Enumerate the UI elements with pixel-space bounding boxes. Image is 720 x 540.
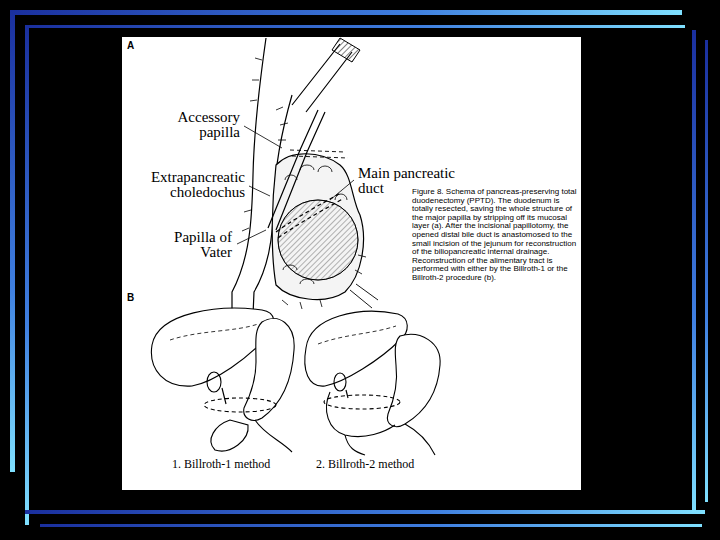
- figure-caption: Figure 8. Schema of pancreas-preserving …: [412, 188, 578, 283]
- frame-bar: [25, 510, 705, 514]
- jejunum: [255, 420, 292, 452]
- leader-line: [244, 126, 282, 148]
- accessory-duct: [290, 150, 348, 158]
- leader-lines: [237, 126, 354, 244]
- method-label: 1. Billroth-1 method: [172, 457, 312, 471]
- billroth-1-illustration: [151, 308, 294, 452]
- text-slot: 2. Billroth-2 method: [316, 457, 456, 471]
- panel-letter: A: [127, 40, 147, 52]
- frame-bars: [10, 10, 708, 527]
- text-slot: A: [127, 40, 147, 52]
- frame-bar: [10, 10, 682, 15]
- main-pancreatic-duct: [276, 192, 344, 238]
- liver: [305, 311, 407, 386]
- duodenum-illustration: [232, 38, 378, 338]
- jejunum: [405, 424, 435, 455]
- leader-line: [330, 180, 354, 200]
- pancreas-core: [278, 200, 358, 280]
- gallbladder: [334, 373, 346, 391]
- billroth-2-illustration: [305, 311, 440, 455]
- jejunum: [345, 435, 365, 455]
- pancreas-head: [272, 154, 363, 300]
- liver-line: [318, 326, 396, 344]
- jejunum: [211, 420, 248, 451]
- frame-bar: [705, 40, 708, 502]
- part-label: Accessory papilla: [160, 110, 240, 140]
- bile-duct: [222, 388, 226, 404]
- part-label: Papilla of Vater: [157, 230, 232, 260]
- pancreas: [324, 395, 400, 409]
- method-label: 2. Billroth-2 method: [316, 457, 456, 471]
- text-slot: 1. Billroth-1 method: [172, 457, 312, 471]
- frame-bar: [692, 30, 696, 512]
- text-slot: Papilla of Vater: [157, 230, 232, 260]
- clamp: [332, 38, 360, 62]
- gallbladder: [207, 372, 221, 392]
- figure-panel: [122, 37, 581, 490]
- bile-duct: [268, 110, 325, 230]
- bile-duct: [346, 390, 348, 398]
- frame-bar: [10, 10, 15, 472]
- mesenteric-vessels: [350, 284, 378, 308]
- frame-bar: [25, 25, 29, 525]
- jejunum: [326, 392, 395, 437]
- text-slot: Extrapancreatic choledochus: [125, 170, 245, 200]
- stomach: [244, 318, 294, 420]
- leader-line: [249, 186, 270, 196]
- stomach: [387, 334, 440, 426]
- pancreas: [204, 398, 276, 412]
- text-slot: Accessory papilla: [160, 110, 240, 140]
- leader-line: [237, 230, 266, 244]
- part-label: Extrapancreatic choledochus: [125, 170, 245, 200]
- small-vessels: [276, 107, 366, 309]
- small-vessels: [242, 58, 262, 231]
- pancreas-core-outline: [278, 200, 358, 280]
- liver-line: [170, 324, 258, 340]
- text-slot: Figure 8. Schema of pancreas-preserving …: [412, 188, 578, 283]
- frame-bar: [25, 25, 685, 28]
- frame-bar: [40, 524, 702, 527]
- text-slot: B: [127, 292, 147, 304]
- panel-letter: B: [127, 292, 147, 304]
